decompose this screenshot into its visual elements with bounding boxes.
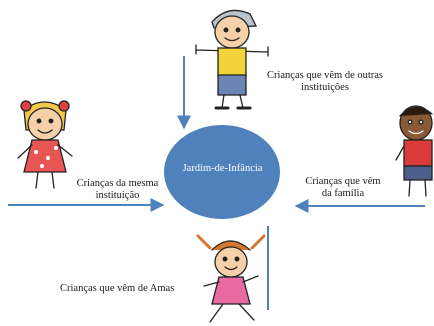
child-left-illustration [17,100,73,189]
label-left: Crianças da mesma instituição [60,178,175,202]
label-top: Crianças que vêm de outras instituições [250,70,400,94]
child-top-illustration [195,9,269,110]
child-bottom-illustration [196,234,266,323]
label-left-line1: Crianças da mesma [76,178,159,189]
label-right-line1: Crianças que vêm [305,176,381,187]
center-label: Jardim-de-Infância [182,163,263,174]
label-top-line2: instituições [301,82,349,93]
child-right-illustration [395,105,433,197]
label-left-line2: instituição [95,190,140,201]
label-right-line2: da família [321,188,365,199]
center-ellipse [164,125,280,219]
label-bottom-line1: Crianças que vêm de Amas [60,283,175,294]
label-right: Crianças que vêm da família [302,176,384,200]
label-top-line1: Crianças que vêm de outras [266,70,384,81]
label-bottom: Crianças que vêm de Amas [60,283,205,295]
